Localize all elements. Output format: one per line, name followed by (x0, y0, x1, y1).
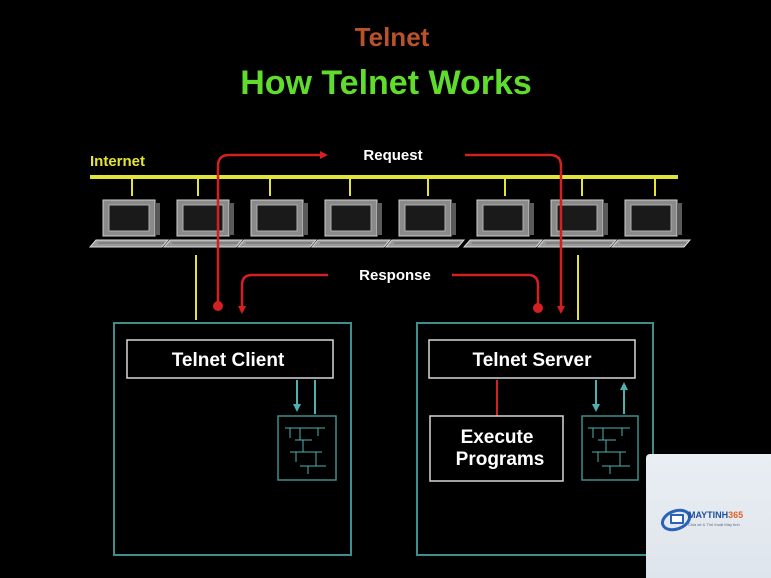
request-origin-dot (213, 301, 223, 311)
response-label: Response (359, 267, 431, 284)
request-label: Request (363, 147, 422, 164)
client-tree-icon (285, 427, 326, 474)
request-arrow-out (216, 151, 328, 305)
server-host-box (416, 322, 654, 556)
watermark-logo: MAYTINH365 Chia sẻ & Thủ thuật Máy tính (646, 454, 771, 578)
execute-programs-box (429, 415, 564, 482)
telnet-client-box (126, 339, 334, 379)
telnet-server-label: Telnet Server (473, 350, 593, 371)
diagram-title: How Telnet Works (240, 64, 532, 102)
client-host-box (113, 322, 352, 556)
computer-icon (237, 199, 317, 248)
request-arrow-in (465, 153, 565, 314)
brand-tagline: Chia sẻ & Thủ thuật Máy tính (688, 522, 740, 527)
brand-logo-icon (660, 508, 692, 532)
client-tree-box (277, 415, 337, 481)
telnet-server-box (428, 339, 636, 379)
computer-drops (131, 177, 656, 196)
internet-label: Internet (90, 153, 145, 170)
computer-icon (163, 199, 243, 248)
computer-row (89, 199, 691, 248)
computer-icon (463, 199, 543, 248)
response-arrow-out (452, 273, 540, 306)
execute-programs-label-1: Execute (461, 427, 534, 448)
computer-icon (311, 199, 391, 248)
execute-programs-label-2: Programs (456, 449, 545, 470)
server-tree-icon (588, 427, 630, 474)
computer-icon (89, 199, 169, 248)
telnet-client-label: Telnet Client (172, 350, 285, 371)
diagram-subtitle: Telnet (354, 22, 430, 52)
computer-icon (611, 199, 691, 248)
response-arrow-in (238, 273, 328, 314)
computer-icon (537, 199, 617, 248)
response-origin-dot (533, 303, 543, 313)
computer-icon (385, 199, 465, 248)
server-tree-box (581, 415, 639, 481)
brand-name: MAYTINH365 (688, 510, 744, 520)
